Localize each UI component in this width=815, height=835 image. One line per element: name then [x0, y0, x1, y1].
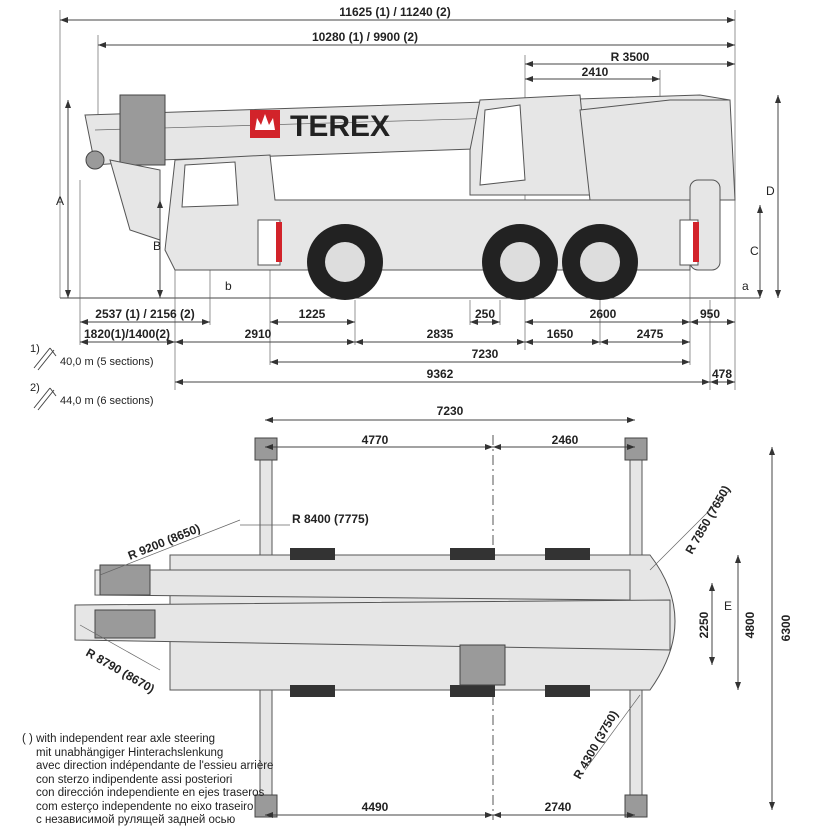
dim-length: 10280 (1) / 9900 (2)	[312, 30, 418, 44]
dim-2835: 2835	[427, 327, 454, 341]
note-marker: ( )	[22, 733, 33, 745]
dim-front-overhang: 2537 (1) / 2156 (2)	[95, 307, 194, 321]
driver-cab-window	[181, 161, 239, 208]
dim-2250: 2250	[697, 611, 711, 638]
dim-letter-d: D	[766, 184, 775, 198]
note-line: con dirección independiente en ejes tras…	[36, 787, 265, 799]
note-line: mit unabhängiger Hinterachslenkung	[36, 746, 224, 759]
dim-4490: 4490	[362, 800, 389, 814]
hook-block	[109, 159, 161, 241]
dim-letter-a-upper: A	[56, 194, 64, 208]
boom-legend-1: 1) 40,0 m (5 sections)	[30, 343, 154, 370]
boom-length-text: 40,0 m (5 sections)	[60, 356, 154, 369]
note-line: с независимой рулящей задней осью	[36, 814, 236, 826]
dim-letter-b-lower: b	[225, 279, 232, 293]
dim-top-7230: 7230	[437, 404, 464, 418]
dim-2460: 2460	[552, 433, 579, 447]
boom-icon	[33, 347, 57, 411]
note-line: com esterço independente no eixo traseir…	[36, 800, 254, 813]
dim-1650: 1650	[547, 327, 574, 341]
dim-7230: 7230	[472, 347, 499, 361]
dim-2740: 2740	[545, 800, 572, 814]
boom-legend-2: 2) 44,0 m (6 sections)	[30, 382, 154, 409]
dim-letter-b-upper: B	[153, 239, 161, 253]
dim-6300: 6300	[779, 614, 793, 641]
wheels	[307, 224, 638, 300]
boom-length-text: 44,0 m (6 sections)	[60, 395, 154, 408]
dim-letter-a-lower: a	[742, 279, 749, 293]
boom-top	[74, 599, 671, 651]
terex-logo: TEREX	[250, 110, 390, 143]
side-view: TEREX 11625 (1) / 11240 (2) 10280 (1) / …	[56, 5, 781, 390]
dim-250: 250	[475, 307, 495, 321]
dim-1820: 1820(1)/1400(2)	[84, 327, 170, 341]
dim-4800: 4800	[743, 611, 757, 638]
note-line: avec direction indépendante de l'essieu …	[36, 760, 274, 772]
radius-8790: R 8790 (8670)	[84, 645, 157, 695]
brand-label: TEREX	[290, 110, 390, 143]
radius-7850: R 7850 (7650)	[682, 483, 732, 556]
dim-9362: 9362	[427, 367, 454, 381]
dim-tail-radius: R 3500	[611, 50, 650, 64]
dim-478: 478	[712, 367, 732, 381]
dim-overall-length: 11625 (1) / 11240 (2)	[339, 5, 450, 19]
dim-letter-c: C	[750, 244, 759, 258]
steering-note: ( ) with independent rear axle steering …	[22, 733, 273, 828]
dim-2600: 2600	[590, 307, 617, 321]
radius-4300: R 4300 (3750)	[570, 708, 620, 781]
note-line: with independent rear axle steering	[36, 733, 216, 745]
dim-2910: 2910	[245, 327, 272, 341]
dim-letter-e: E	[724, 599, 732, 613]
radius-8400: R 8400 (7775)	[292, 512, 369, 526]
dim-2410: 2410	[582, 65, 609, 79]
carrier-chassis	[164, 154, 691, 271]
boom-head-pulleys	[119, 94, 166, 166]
boom-marker: 1)	[30, 343, 40, 355]
counterweight	[579, 99, 736, 201]
boom-marker: 2)	[30, 382, 40, 394]
dim-1225: 1225	[299, 307, 326, 321]
dim-4770: 4770	[362, 433, 389, 447]
dim-950: 950	[700, 307, 720, 321]
note-line: con sterzo indipendente assi posteriori	[36, 773, 233, 786]
dim-2475: 2475	[637, 327, 664, 341]
